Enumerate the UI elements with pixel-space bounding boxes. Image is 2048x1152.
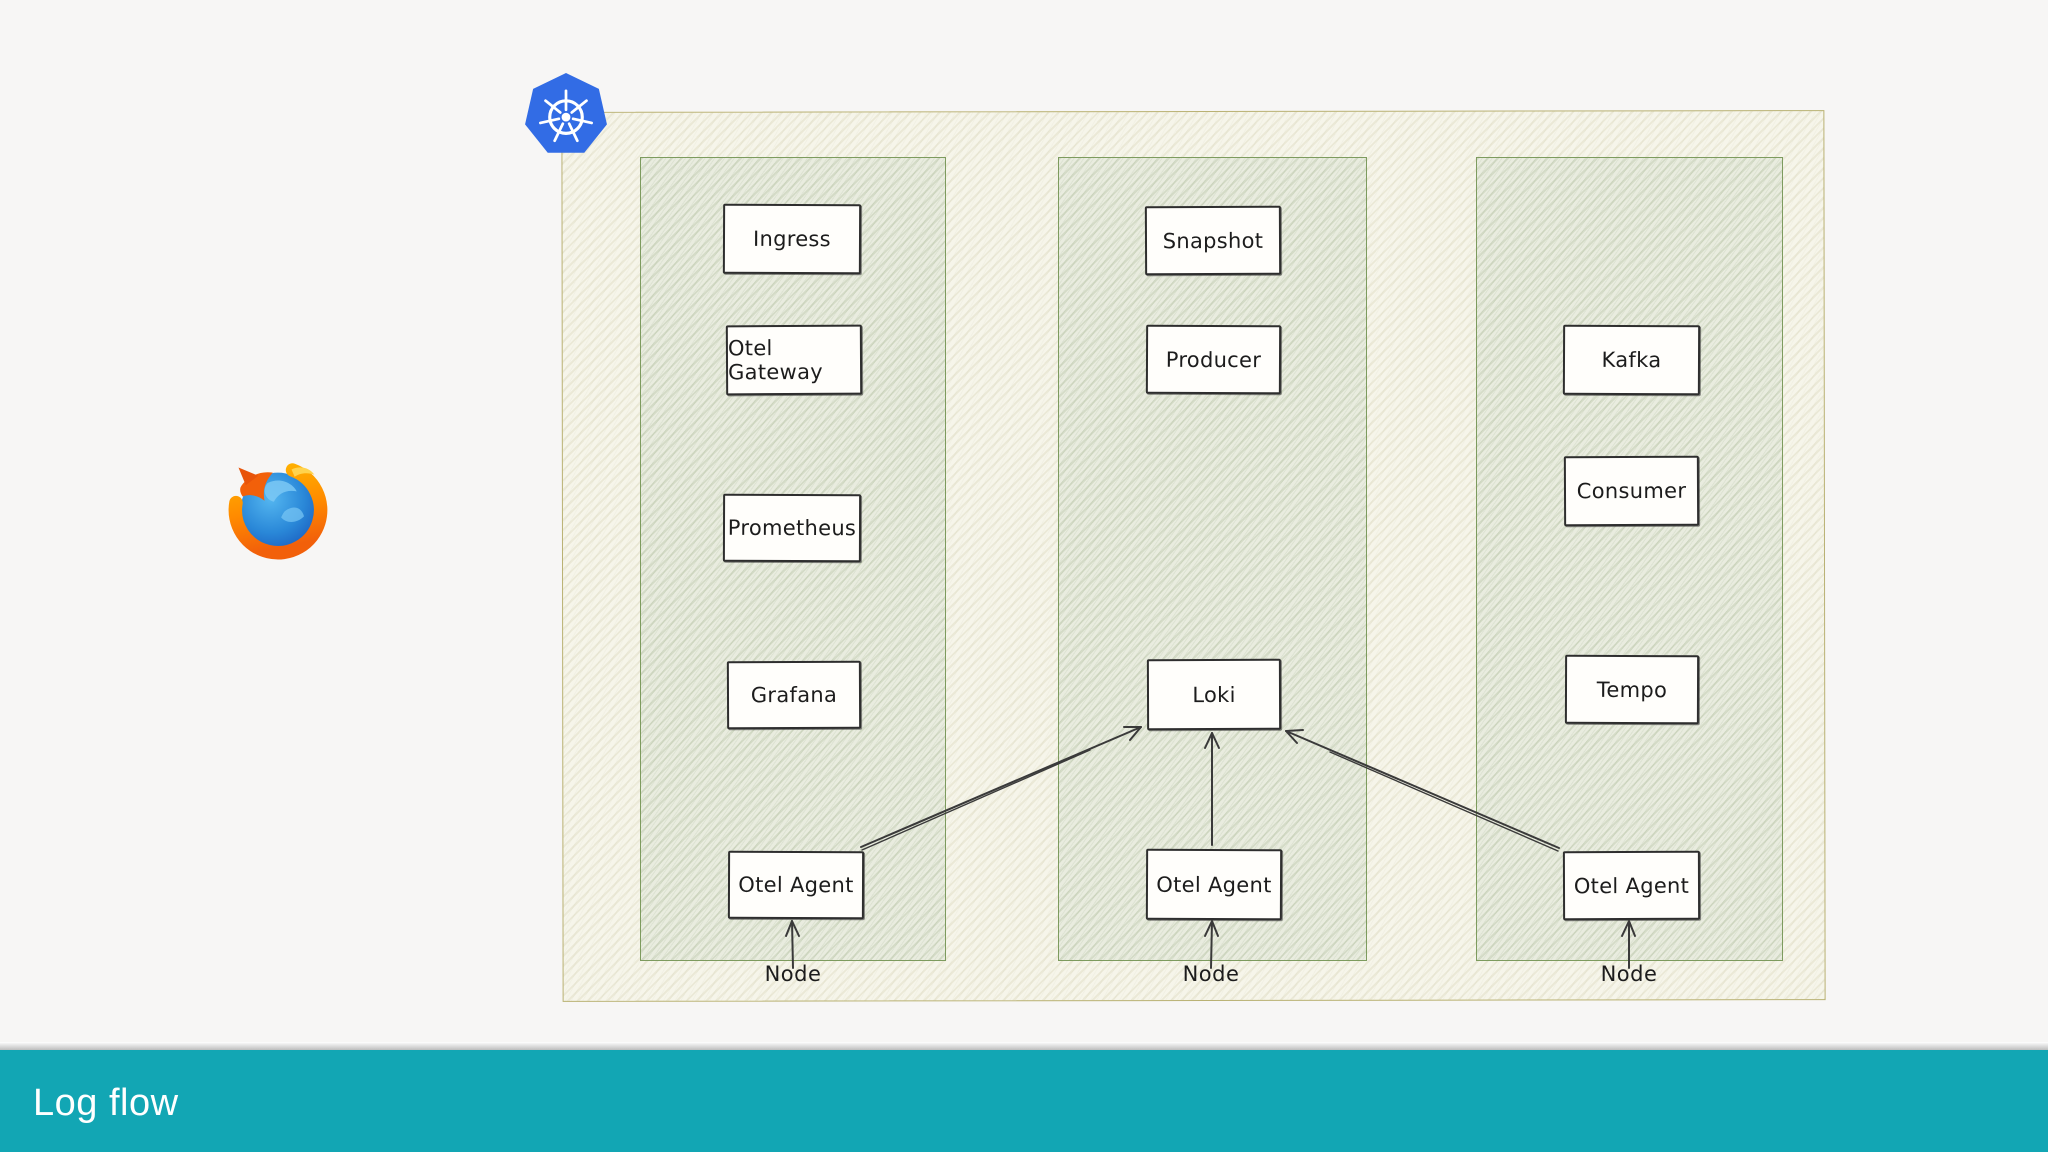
box-otel-agent-left: Otel Agent <box>727 850 865 920</box>
node-column-right <box>1476 157 1783 961</box>
box-producer: Producer <box>1145 324 1282 395</box>
box-prometheus: Prometheus <box>722 493 862 563</box>
box-otel-agent-right: Otel Agent <box>1562 850 1701 921</box>
box-otel-gateway: Otel Gateway <box>725 324 863 396</box>
footer-bar: Log flow <box>0 1050 2048 1152</box>
box-ingress: Ingress <box>722 203 862 275</box>
kubernetes-icon <box>525 73 607 153</box>
node-label-left: Node <box>764 962 822 986</box>
box-consumer: Consumer <box>1563 455 1700 527</box>
box-loki: Loki <box>1146 658 1282 731</box>
footer-shadow <box>0 1042 2048 1050</box>
firefox-icon[interactable] <box>226 456 330 560</box>
slide-title: Log flow <box>33 1082 179 1124</box>
box-grafana: Grafana <box>726 660 862 730</box>
box-snapshot: Snapshot <box>1144 205 1282 276</box>
box-kafka: Kafka <box>1562 324 1701 396</box>
node-column-middle <box>1058 157 1367 961</box>
box-tempo: Tempo <box>1564 654 1700 725</box>
box-otel-agent-middle: Otel Agent <box>1145 848 1283 921</box>
node-label-middle: Node <box>1182 962 1240 986</box>
node-label-right: Node <box>1600 962 1658 986</box>
